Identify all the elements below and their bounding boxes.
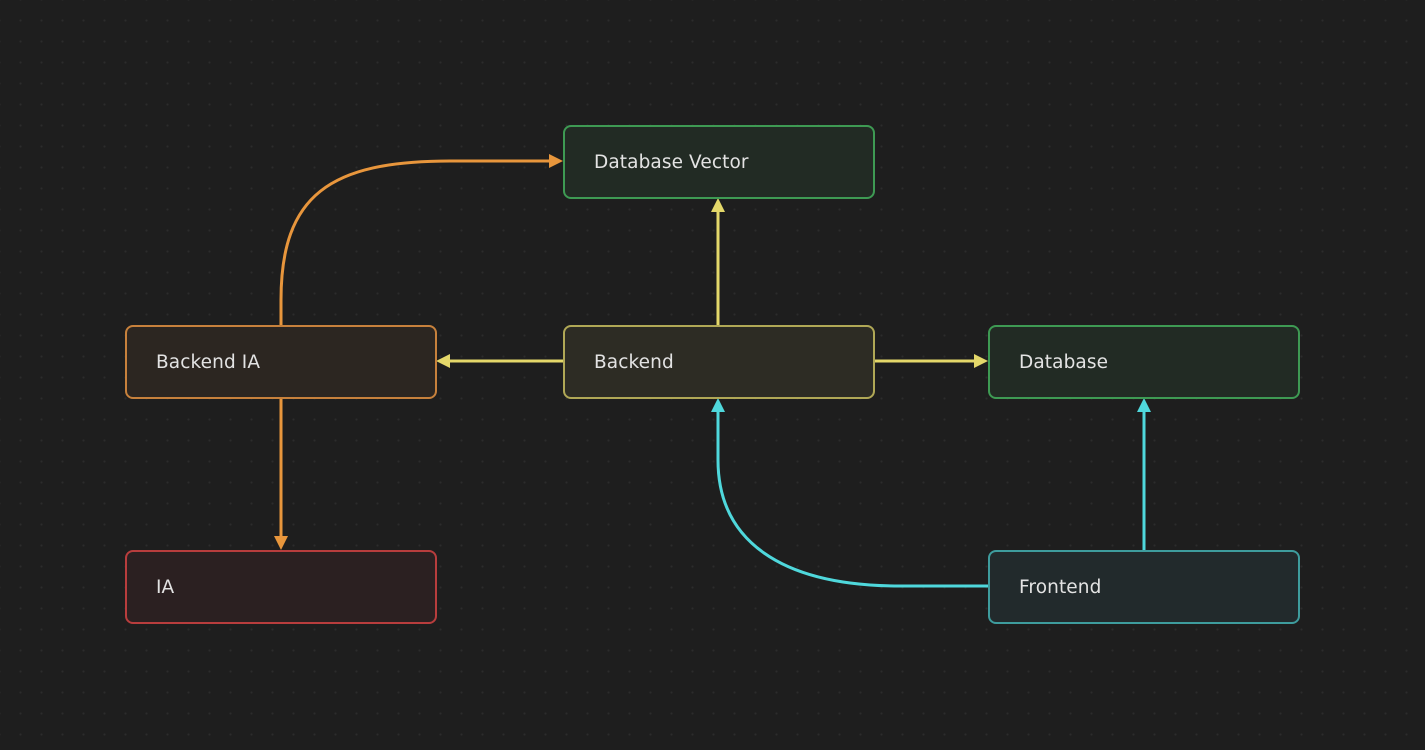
node-database[interactable]: Database [988,325,1300,399]
arrowhead-backend-ia-right [436,354,450,368]
node-backend[interactable]: Backend [563,325,875,399]
node-label: Backend IA [156,351,261,373]
arrowhead-database-bottom [1137,398,1151,412]
node-frontend[interactable]: Frontend [988,550,1300,624]
arrowhead-database-vector-left [549,154,563,168]
edge-backend-ia-to-database-vector [279,159,550,325]
edge-frontend-to-backend [716,412,988,588]
arrowhead-ia-top [274,536,288,550]
node-label: Database Vector [594,151,749,173]
arrowhead-database-left [974,354,988,368]
node-backend-ia[interactable]: Backend IA [125,325,437,399]
node-label: Frontend [1019,576,1102,598]
arrowhead-backend-bottom [711,398,725,412]
node-label: Database [1019,351,1109,373]
node-database-vector[interactable]: Database Vector [563,125,875,199]
node-label: Backend [594,351,674,373]
arrowhead-database-vector-bottom [711,198,725,212]
node-label: IA [156,576,175,598]
node-ia[interactable]: IA [125,550,437,624]
